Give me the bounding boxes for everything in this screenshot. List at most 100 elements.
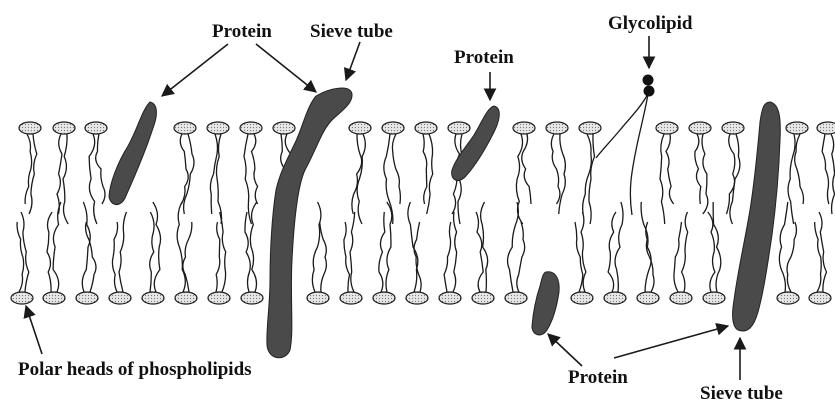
label-sieve-tube-top: Sieve tube [310, 22, 393, 41]
bottom-lipid-tail [177, 202, 185, 292]
bottom-polar-head [777, 292, 799, 304]
top-polar-head [689, 122, 711, 134]
bottom-polar-head [307, 292, 329, 304]
bottom-polar-head [76, 292, 98, 304]
bottom-lipid-tail [245, 212, 250, 292]
bottom-polar-head [208, 292, 230, 304]
top-polar-head [53, 122, 75, 134]
peripheral-protein-mid [452, 106, 500, 181]
bottom-lipid-tail [453, 212, 457, 292]
top-lipid-tail [57, 134, 62, 214]
top-polar-head [722, 122, 744, 134]
top-lipid-tail [702, 134, 708, 214]
label-protein-top-left: Protein [212, 22, 272, 41]
top-polar-head [786, 122, 808, 134]
bottom-polar-head [109, 292, 131, 304]
top-lipid-tail [392, 134, 400, 204]
bottom-lipid-tail [787, 222, 796, 292]
bottom-lipid-tail [615, 202, 623, 292]
top-polar-head [415, 122, 437, 134]
top-lipid-tail [184, 134, 194, 214]
top-lipid-tail [516, 134, 522, 224]
bottom-polar-head [809, 292, 831, 304]
arrow-protein-to-sieve [256, 44, 316, 92]
top-polar-head [273, 122, 295, 134]
bottom-lipid-tail [386, 202, 392, 292]
top-polar-head [174, 122, 196, 134]
bottom-lipid-tail [379, 212, 385, 292]
top-polar-head [817, 122, 835, 134]
bottom-polar-head [142, 292, 164, 304]
top-polar-head [656, 122, 678, 134]
sieve-tube-protein-right [733, 102, 781, 331]
peripheral-protein-left [109, 102, 156, 205]
arrow-protein-top-left [162, 44, 228, 96]
arrow-polar-heads [26, 306, 42, 354]
bottom-lipid-tail [112, 222, 117, 292]
top-lipid-tail [660, 134, 665, 224]
bottom-lipid-tail [320, 222, 327, 292]
bottom-lipid-tail [119, 212, 126, 292]
label-protein-bottom: Protein [568, 368, 628, 387]
top-polar-head [85, 122, 107, 134]
glycolipid-sugar-bead-1 [643, 75, 654, 86]
bottom-polar-head [175, 292, 197, 304]
label-polar-heads: Polar heads of phospholipids [18, 360, 252, 379]
bottom-lipid-tail [183, 222, 192, 292]
bottom-lipid-tail [608, 212, 616, 292]
bottom-polar-head [505, 292, 527, 304]
top-polar-head [349, 122, 371, 134]
top-lipid-tail [252, 134, 258, 204]
bottom-polar-head [703, 292, 725, 304]
arrow-sieve-tube-top [346, 42, 360, 80]
glycolipid-molecule [596, 75, 655, 216]
top-polar-head [19, 122, 41, 134]
label-sieve-tube-bottom: Sieve tube [700, 384, 783, 403]
top-lipid-tail [522, 134, 531, 204]
bottom-lipid-tail [220, 212, 226, 292]
bottom-lipid-tail [82, 202, 90, 292]
bottom-lipid-tail [408, 202, 418, 292]
top-lipid-tail [244, 134, 251, 224]
bottom-lipid-tail [53, 202, 61, 292]
bottom-polar-head [670, 292, 692, 304]
bottom-lipid-tail [674, 222, 682, 292]
top-lipid-tail [788, 134, 795, 224]
top-polar-head [240, 122, 262, 134]
arrow-protein-bottom-b [614, 326, 728, 358]
peripheral-protein-bottom [532, 272, 559, 335]
bottom-polar-heads [11, 292, 831, 304]
top-lipid-tail [551, 134, 560, 204]
bottom-polar-head [406, 292, 428, 304]
bottom-polar-head [472, 292, 494, 304]
bottom-polar-head [604, 292, 626, 304]
bottom-polar-head [571, 292, 593, 304]
top-lipid-tail [695, 134, 701, 204]
annotation-arrows [26, 36, 740, 380]
bottom-lipid-tail [819, 212, 827, 292]
top-lipid-tail [63, 134, 68, 224]
top-lipid-tail [427, 134, 433, 214]
label-glycolipid: Glycolipid [608, 14, 692, 33]
bottom-polar-head [43, 292, 65, 304]
top-polar-head [513, 122, 535, 134]
bottom-polar-head [637, 292, 659, 304]
arrow-protein-bottom-a [548, 334, 582, 366]
bottom-lipid-tail [350, 212, 355, 292]
bottom-lipid-tail [312, 202, 321, 292]
bottom-polar-head [241, 292, 263, 304]
label-protein-top-mid: Protein [454, 48, 514, 67]
bottom-lipid-tail [250, 202, 256, 292]
bottom-lipid-tail [153, 202, 161, 292]
bottom-lipid-tail [344, 222, 350, 292]
top-lipid-tail [666, 134, 674, 204]
top-lipid-tail [96, 134, 105, 204]
bottom-lipid-tail [444, 222, 451, 292]
top-lipid-tail [795, 134, 804, 204]
top-lipid-tail [559, 134, 566, 214]
bottom-lipid-tail [216, 222, 220, 292]
glycolipid-sugar-bead-2 [644, 86, 655, 97]
bottom-polar-head [439, 292, 461, 304]
bottom-lipid-tail [779, 202, 787, 292]
